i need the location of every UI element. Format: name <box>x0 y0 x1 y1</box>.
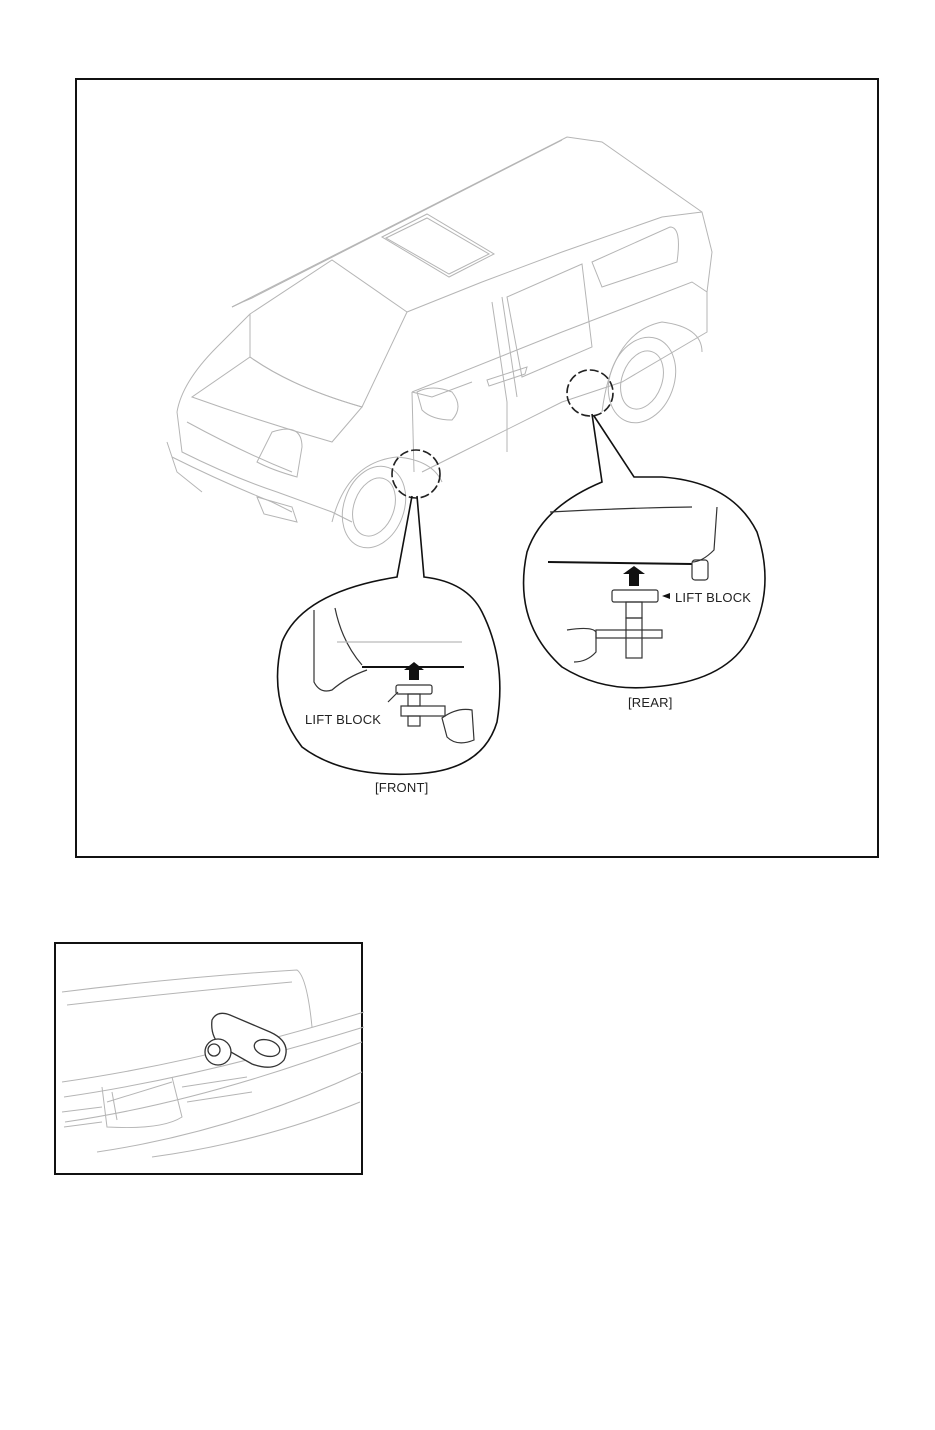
rear-caption: [REAR] <box>628 695 673 710</box>
rear-lift-block-label: LIFT BLOCK <box>675 590 752 605</box>
minivan-drawing <box>166 136 766 776</box>
towing-hook-drawing <box>61 969 365 1158</box>
towing-hook-figure <box>54 942 365 1175</box>
front-lift-block-label: LIFT BLOCK <box>305 712 382 727</box>
lift-point-figure: LIFT BLOCK [FRONT] LIFT BLOCK [REAR] <box>75 78 879 858</box>
front-caption: [FRONT] <box>375 780 429 795</box>
